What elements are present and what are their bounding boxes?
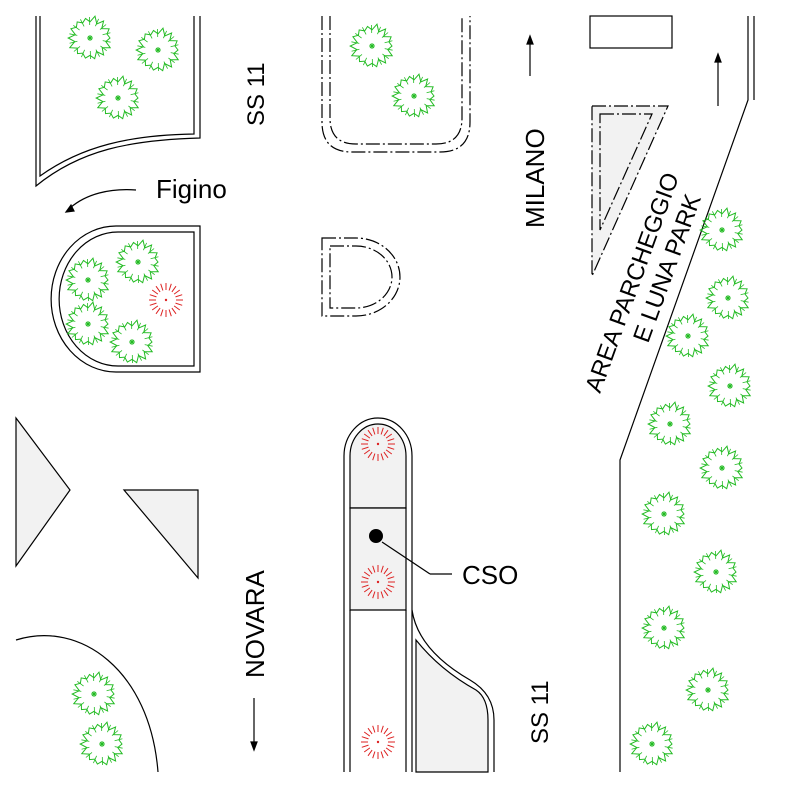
island-center-small bbox=[321, 237, 401, 317]
tree-symbol-icon bbox=[135, 27, 180, 72]
tree-symbol-icon bbox=[707, 363, 752, 408]
cso-leader-line bbox=[381, 541, 431, 575]
tree-symbol-icon bbox=[647, 401, 692, 446]
removed-tree-symbol-icon bbox=[149, 283, 183, 317]
station-dot-icon bbox=[369, 529, 383, 543]
tree-symbol-icon bbox=[705, 275, 750, 320]
island-top-left bbox=[35, 16, 201, 188]
tree-symbol-icon bbox=[109, 319, 154, 364]
tree-symbol-icon bbox=[79, 721, 124, 766]
label-figino: Figino bbox=[156, 174, 227, 204]
road-edge-right bbox=[619, 16, 755, 772]
tree-symbol-icon bbox=[641, 491, 686, 536]
building-top-right bbox=[589, 15, 673, 49]
tree-symbol-icon bbox=[349, 23, 394, 68]
tree-symbol-icon bbox=[665, 313, 710, 358]
removed-trees-layer bbox=[149, 283, 395, 759]
tree-symbol-icon bbox=[641, 605, 686, 650]
label-ss11-bottom: SS 11 bbox=[527, 680, 554, 744]
traffic-island-left bbox=[15, 416, 71, 568]
label-cso: CSO bbox=[462, 560, 518, 590]
tree-symbol-icon bbox=[391, 73, 436, 118]
tree-symbol-icon bbox=[65, 301, 110, 346]
direction-arrow-icon bbox=[714, 52, 722, 106]
tree-symbol-icon bbox=[67, 15, 112, 60]
tree-symbol-icon bbox=[629, 721, 674, 766]
removed-tree-symbol-icon bbox=[361, 565, 395, 599]
label-milano: MILANO bbox=[520, 128, 550, 228]
direction-arrow-icon bbox=[64, 189, 137, 213]
trees-layer bbox=[65, 15, 752, 766]
direction-arrow-icon bbox=[526, 34, 534, 76]
island-left-rounded bbox=[50, 225, 201, 373]
tree-symbol-icon bbox=[71, 671, 116, 716]
median-central bbox=[343, 417, 413, 772]
parking-area-triangle bbox=[591, 105, 669, 277]
direction-arrow-icon bbox=[250, 698, 258, 752]
tree-symbol-icon bbox=[115, 239, 160, 284]
road-curve-bottom-left bbox=[15, 635, 159, 773]
label-ss11-top: SS 11 bbox=[243, 62, 270, 126]
removed-tree-symbol-icon bbox=[361, 427, 395, 461]
tree-symbol-icon bbox=[95, 75, 140, 120]
tree-symbol-icon bbox=[699, 207, 744, 252]
tree-symbol-icon bbox=[699, 445, 744, 490]
removed-tree-symbol-icon bbox=[361, 725, 395, 759]
label-novara: NOVARA bbox=[240, 569, 270, 678]
island-top-center bbox=[321, 16, 471, 153]
traffic-island-center bbox=[122, 489, 199, 580]
tree-symbol-icon bbox=[65, 257, 110, 302]
tree-symbol-icon bbox=[693, 549, 738, 594]
island-bottom-right bbox=[411, 609, 495, 773]
tree-symbol-icon bbox=[685, 667, 730, 712]
